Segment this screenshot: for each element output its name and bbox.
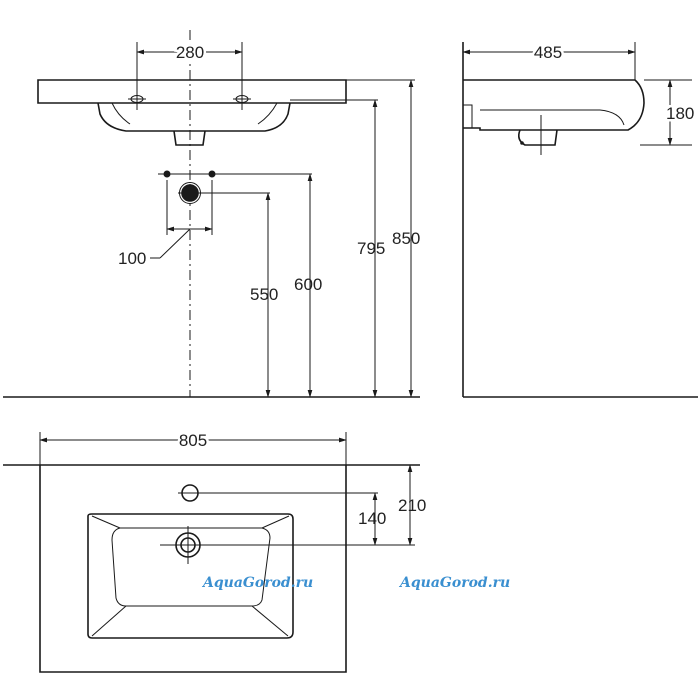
basin-bowl-front	[97, 102, 291, 132]
bowl-corner-br	[251, 605, 289, 637]
bowl-corner-tr	[261, 515, 290, 529]
dim-label-795: 795	[357, 239, 385, 258]
top-view: 805 140 210	[3, 429, 426, 673]
watermark-left: AquaGorod.ru	[201, 575, 313, 591]
dim-label-850: 850	[392, 229, 420, 248]
dim-label-550: 550	[250, 285, 278, 304]
basin-front-outline	[37, 79, 347, 104]
dim-label-180: 180	[666, 104, 694, 123]
basin-side-inner	[480, 109, 625, 126]
bowl-corner-tl	[91, 515, 121, 529]
watermark-right: AquaGorod.ru	[398, 575, 510, 591]
basin-side-outline	[463, 79, 645, 131]
drain-side	[518, 129, 558, 146]
side-view: 485 180	[462, 41, 698, 398]
dim-label-100: 100	[118, 249, 146, 268]
basin-bowl-inner-right	[257, 102, 278, 125]
front-view: 280 100 550 600 795 850	[3, 30, 420, 398]
dim-label-600: 600	[294, 275, 322, 294]
basin-top-outline	[39, 465, 347, 673]
basin-bowl-top	[87, 513, 294, 639]
dim-label-280: 280	[176, 43, 204, 62]
dim-100-leader	[159, 228, 191, 259]
bowl-inner-edge	[111, 527, 271, 607]
basin-side-bracket	[463, 104, 473, 128]
dim-label-805: 805	[179, 431, 207, 450]
dim-label-485: 485	[534, 43, 562, 62]
dim-label-140: 140	[358, 509, 386, 528]
dim-label-210: 210	[398, 496, 426, 515]
basin-bowl-inner-left	[111, 102, 131, 125]
bowl-corner-bl	[91, 605, 127, 637]
drain-side-dot	[520, 141, 524, 145]
